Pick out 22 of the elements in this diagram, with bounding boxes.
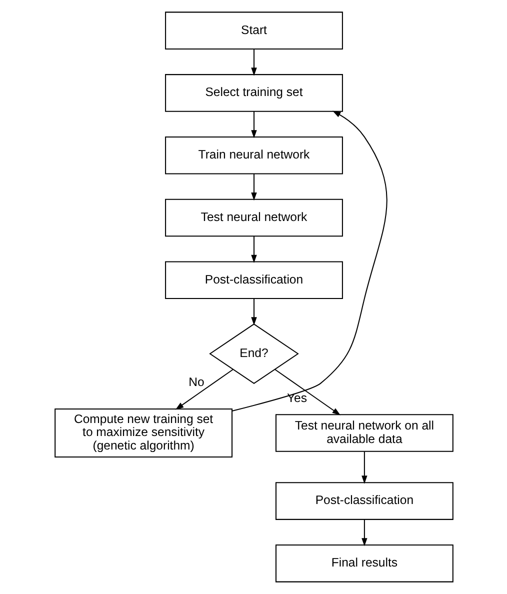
edge-label: Yes xyxy=(286,390,306,405)
arrow xyxy=(250,49,256,76)
node-box: Start xyxy=(164,12,342,50)
node-diamond: End? xyxy=(208,323,298,384)
arrow xyxy=(274,369,340,416)
arrow xyxy=(250,236,256,264)
arrow xyxy=(361,452,367,484)
node-box: Test neural network on all available data xyxy=(274,414,453,452)
node-box: Post-classification xyxy=(274,482,453,520)
arrow xyxy=(250,174,256,201)
arrow xyxy=(250,298,256,326)
node-box: Select training set xyxy=(164,74,342,112)
arrow xyxy=(361,520,367,546)
node-box: Compute new training set to maximize sensitivity (genetic algorithm) xyxy=(54,408,232,458)
edge-label: No xyxy=(188,374,204,389)
arrow xyxy=(174,369,233,410)
node-box: Train neural network xyxy=(164,136,342,174)
node-box: Test neural network xyxy=(164,198,342,237)
arrow xyxy=(231,110,387,412)
node-box: Post-classification xyxy=(164,261,342,300)
node-box: Final results xyxy=(274,544,453,582)
arrow xyxy=(250,111,256,138)
